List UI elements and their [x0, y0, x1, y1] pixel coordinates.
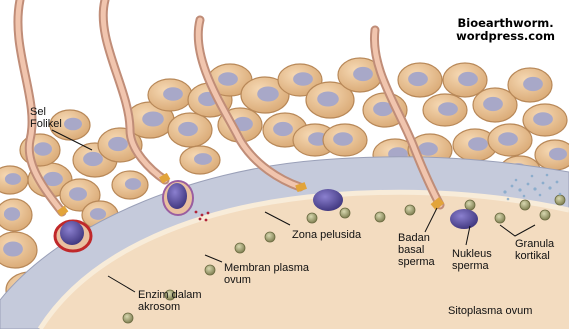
follicle-cell: [0, 232, 37, 268]
follicle-cell: [180, 146, 220, 174]
cortical-granule: [555, 195, 565, 205]
cortical-granule: [465, 200, 475, 210]
follicle-cell: [398, 63, 442, 97]
cortical-granule: [340, 208, 350, 218]
follicle-cell: [323, 124, 367, 156]
follicle-cell: [0, 199, 32, 231]
label-sitoplasma-ovum: Sitoplasma ovum: [448, 305, 532, 317]
label-zona-pelusida: Zona pelusida: [292, 229, 361, 241]
label-sel-folikel: Sel Folikel: [30, 106, 62, 130]
cortical-granule: [405, 205, 415, 215]
follicle-cell: [535, 140, 569, 170]
cortical-granule: [495, 213, 505, 223]
follicle-cell: [148, 79, 192, 111]
cortical-granule: [375, 212, 385, 222]
follicle-cell: [508, 68, 552, 102]
label-granula-kortikal: Granula kortikal: [515, 238, 554, 262]
follicle-cell: [488, 124, 532, 156]
label-membran-plasma: Membran plasma ovum: [224, 262, 309, 286]
watermark-credit: Bioearthworm. wordpress.com: [456, 17, 555, 43]
follicle-cell: [168, 113, 212, 147]
follicle-cell: [523, 104, 567, 136]
watermark-line-2: wordpress.com: [456, 30, 555, 43]
follicle-cell: [112, 171, 148, 199]
cortical-granule: [235, 243, 245, 253]
label-nukleus-sperma: Nukleus sperma: [452, 248, 492, 272]
cortical-granule: [123, 313, 133, 323]
cortical-granule: [540, 210, 550, 220]
label-badan-basal: Badan basal sperma: [398, 232, 435, 268]
cortical-granule: [520, 200, 530, 210]
label-enzim-akrosom: Enzim dalam akrosom: [138, 289, 202, 313]
cortical-granule: [205, 265, 215, 275]
cortical-granule: [307, 213, 317, 223]
cortical-granule: [265, 232, 275, 242]
follicle-cell: [423, 94, 467, 126]
